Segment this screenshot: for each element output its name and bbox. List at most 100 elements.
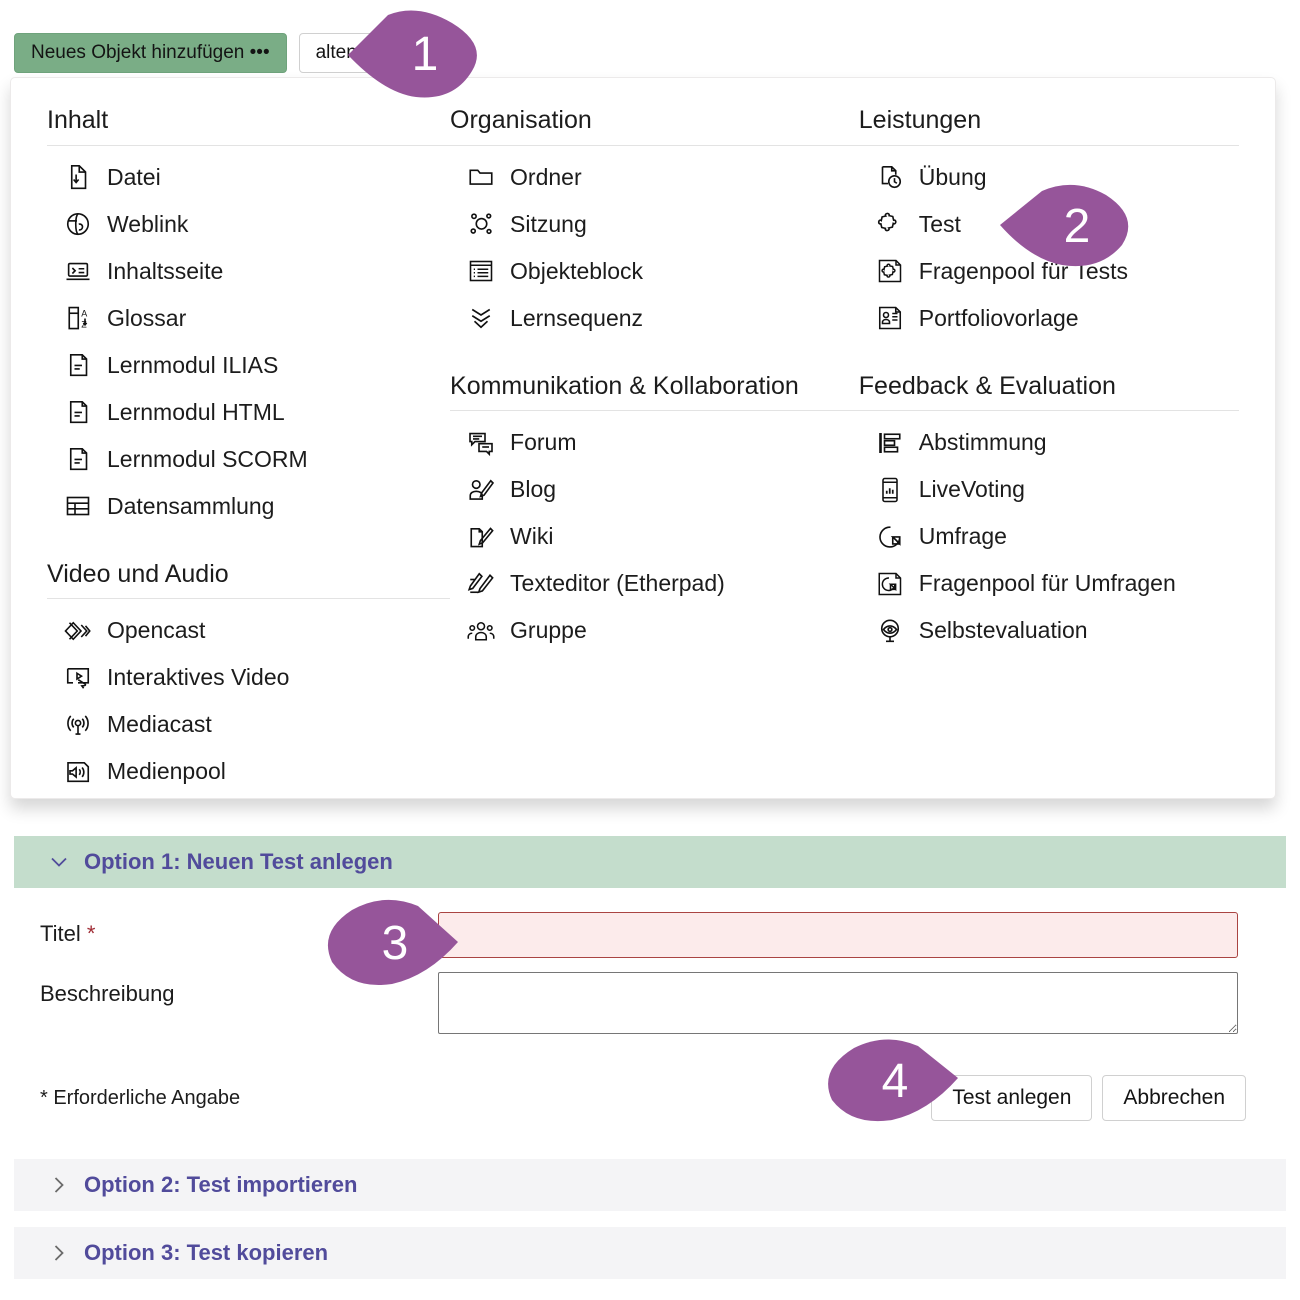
group-title-inhalt: Inhalt — [47, 106, 451, 146]
livevoting-phone-icon — [875, 475, 905, 505]
label-titel: Titel * — [14, 912, 438, 949]
menu-item-test[interactable]: Test — [859, 201, 1239, 248]
menu-item-label: Inhaltsseite — [107, 257, 224, 284]
field-wrap-titel — [438, 912, 1238, 958]
menu-item-gruppe[interactable]: Gruppe — [450, 607, 859, 654]
self-evaluation-eye-icon — [875, 616, 905, 646]
annotation-marker-3: 3 — [318, 898, 458, 990]
group-title-video-und-audio: Video und Audio — [47, 560, 451, 599]
marker-number: 2 — [1063, 200, 1091, 253]
portfolio-template-icon — [875, 303, 905, 333]
group-items-feedback-evaluation: Abstimmung LiveVoting Umfrage Fragenpool… — [859, 419, 1239, 654]
poll-bars-icon — [875, 428, 905, 458]
file-download-icon — [63, 162, 93, 192]
learning-module-icon — [63, 444, 93, 474]
menu-item-livevoting[interactable]: LiveVoting — [859, 466, 1239, 513]
chevron-down-icon — [48, 851, 70, 873]
form-row-titel: Titel * — [14, 912, 1286, 958]
group-items-organisation: Ordner Sitzung Objekteblock Lernsequenz — [450, 154, 859, 342]
add-new-object-button[interactable]: Neues Objekt hinzufügen ••• — [14, 33, 287, 73]
menu-item-label: Interaktives Video — [107, 664, 290, 690]
accordion-title-option-1: Option 1: Neuen Test anlegen — [84, 849, 393, 874]
titel-input[interactable] — [438, 912, 1238, 958]
menu-item-ordner[interactable]: Ordner — [450, 154, 859, 201]
folder-icon — [466, 162, 496, 192]
menu-item-datensammlung[interactable]: Datensammlung — [47, 483, 450, 530]
question-pool-survey-icon — [875, 569, 905, 599]
menu-item-lernmodul-scorm[interactable]: Lernmodul SCORM — [47, 436, 450, 483]
question-pool-test-icon — [875, 256, 905, 286]
menu-item-fragenpool-fuer-umfragen[interactable]: Fragenpool für Umfragen — [859, 560, 1239, 607]
table-grid-icon — [63, 491, 93, 521]
group-items-kommunikation-kollaboration: Forum Blog Wiki Texteditor (Etherpad) — [450, 419, 859, 654]
menu-item-lernmodul-ilias[interactable]: Lernmodul ILIAS — [47, 342, 450, 389]
menu-item-blog[interactable]: Blog — [450, 466, 859, 513]
accordion-header-option-2[interactable]: Option 2: Test importieren — [14, 1159, 1286, 1211]
menu-item-label: Texteditor (Etherpad) — [510, 570, 725, 596]
blog-person-pen-icon — [466, 475, 496, 505]
interactive-video-icon — [63, 663, 93, 693]
accordion-header-option-1[interactable]: Option 1: Neuen Test anlegen — [14, 836, 1286, 888]
etherpad-pen-icon — [466, 569, 496, 599]
menu-item-abstimmung[interactable]: Abstimmung — [859, 419, 1239, 466]
menu-item-datei[interactable]: Datei — [47, 154, 450, 201]
menu-item-label: Umfrage — [918, 523, 1007, 549]
menu-item-mediacast[interactable]: Mediacast — [47, 701, 450, 748]
group-items-leistungen: Übung Test Fragenpool für Tests Portfoli… — [859, 154, 1239, 342]
form-footer: * Erforderliche Angabe Test anlegen Abbr… — [14, 1053, 1286, 1127]
menu-item-inhaltsseite[interactable]: Inhaltsseite — [47, 248, 450, 295]
dropdown-column-leistungen: Leistungen Übung Test Fragenpool für Tes… — [858, 106, 1239, 795]
cancel-button[interactable]: Abbrechen — [1102, 1075, 1246, 1121]
menu-item-uebung[interactable]: Übung — [859, 154, 1239, 201]
menu-item-label: Lernmodul SCORM — [107, 445, 308, 472]
menu-item-label: Mediacast — [107, 711, 212, 737]
menu-item-medienpool[interactable]: Medienpool — [47, 748, 450, 795]
dropdown-column-inhalt: Inhalt Datei Weblink Inhaltsseite — [47, 106, 451, 795]
menu-item-label: Medienpool — [107, 758, 226, 784]
speaker-sound-icon — [63, 757, 93, 787]
menu-item-lernmodul-html[interactable]: Lernmodul HTML — [47, 389, 450, 436]
menu-item-objekteblock[interactable]: Objekteblock — [450, 248, 859, 295]
menu-item-umfrage[interactable]: Umfrage — [859, 513, 1239, 560]
menu-item-interaktives-video[interactable]: Interaktives Video — [47, 654, 450, 701]
dropdown-columns: Inhalt Datei Weblink Inhaltsseite — [11, 78, 1275, 795]
menu-item-label: Forum — [510, 429, 577, 455]
marker-number: 4 — [881, 1055, 909, 1108]
svg-text:A: A — [81, 308, 87, 318]
menu-item-wiki[interactable]: Wiki — [450, 513, 859, 560]
beschreibung-textarea[interactable] — [438, 972, 1238, 1034]
dropdown-column-organisation: Organisation Ordner Sitzung Objekteblock — [450, 106, 859, 795]
marker-teardrop-shape — [348, 9, 488, 101]
menu-item-label: Portfoliovorlage — [918, 304, 1079, 331]
test-puzzle-icon — [875, 209, 905, 239]
menu-item-label: Lernmodul ILIAS — [107, 351, 279, 378]
menu-item-weblink[interactable]: Weblink — [47, 201, 450, 248]
survey-pie-icon — [875, 522, 905, 552]
opencast-diamond-icon — [63, 616, 93, 646]
group-title-feedback-evaluation: Feedback & Evaluation — [858, 372, 1239, 411]
menu-item-lernsequenz[interactable]: Lernsequenz — [450, 295, 859, 342]
chevron-right-icon — [48, 1174, 70, 1196]
accordion-header-option-3[interactable]: Option 3: Test kopieren — [14, 1227, 1286, 1279]
menu-item-label: Wiki — [510, 523, 554, 549]
menu-item-forum[interactable]: Forum — [450, 419, 859, 466]
content-page-icon — [63, 256, 93, 286]
menu-item-label: Fragenpool für Umfragen — [918, 570, 1176, 596]
menu-item-texteditor-etherpad[interactable]: Texteditor (Etherpad) — [450, 560, 859, 607]
menu-item-label: Opencast — [107, 617, 206, 643]
learning-sequence-chevron-icon — [466, 303, 496, 333]
label-titel-text: Titel — [40, 921, 81, 946]
menu-item-sitzung[interactable]: Sitzung — [450, 201, 859, 248]
menu-item-label: Objekteblock — [510, 257, 643, 284]
menu-item-opencast[interactable]: Opencast — [47, 607, 450, 654]
accordion-divider — [14, 1143, 1286, 1159]
create-test-button[interactable]: Test anlegen — [931, 1075, 1093, 1121]
menu-item-selbstevaluation[interactable]: Selbstevaluation — [859, 607, 1239, 654]
form-row-beschreibung: Beschreibung — [14, 972, 1286, 1039]
exercise-clock-icon — [875, 162, 905, 192]
menu-item-portfoliovorlage[interactable]: Portfoliovorlage — [859, 295, 1239, 342]
session-nodes-icon — [466, 209, 496, 239]
page-toolbar: Neues Objekt hinzufügen ••• alten — [14, 33, 374, 73]
